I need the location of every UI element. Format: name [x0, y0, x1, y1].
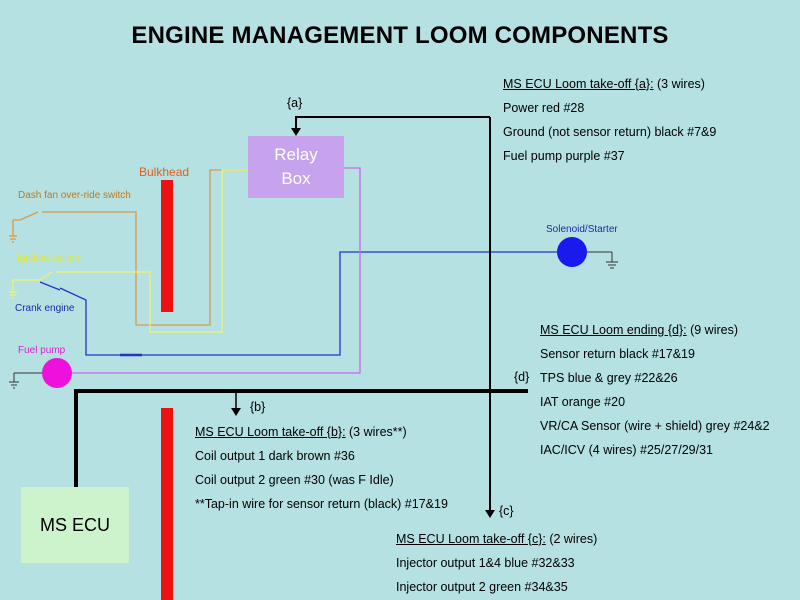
- ending-d-line: Sensor return black #17&19: [540, 347, 695, 361]
- takeoff-b-heading: MS ECU Loom take-off {b}:: [195, 425, 346, 439]
- ending-d-line: IAC/ICV (4 wires) #25/27/29/31: [540, 443, 713, 457]
- main-loom: [74, 389, 528, 487]
- takeoff-a-count: (3 wires): [653, 77, 705, 91]
- takeoff-b-line: Coil output 1 dark brown #36: [195, 449, 355, 463]
- takeoff-b-line: Coil output 2 green #30 (was F Idle): [195, 473, 394, 487]
- takeoff-c-line: Injector output 2 green #34&35: [396, 580, 568, 594]
- fuel-pump-label: Fuel pump: [18, 345, 66, 356]
- page-title: ENGINE MANAGEMENT LOOM COMPONENTS: [131, 22, 669, 49]
- tag-d: {d}: [514, 370, 530, 384]
- takeoff-a-line: Ground (not sensor return) black #7&9: [503, 125, 717, 139]
- solenoid-symbol: [557, 237, 587, 267]
- bulkhead-bar-lower: [161, 408, 173, 600]
- tag-a: {a}: [287, 96, 303, 110]
- blue-wire: [59, 251, 558, 356]
- ending-d-line: VR/CA Sensor (wire + shield) grey #24&2: [540, 419, 770, 433]
- tag-b: {b}: [250, 400, 266, 414]
- yellow-wire: [13, 271, 53, 281]
- relay-box: Relay Box: [248, 136, 344, 198]
- fuel-pump-symbol: [42, 358, 72, 388]
- ignition-label: Ignition switch: [17, 253, 80, 264]
- takeoff-b-line: **Tap-in wire for sensor return (black) …: [195, 497, 448, 511]
- purple-wire: [72, 167, 361, 374]
- orange-wire: [13, 211, 39, 221]
- takeoff-b-count: (3 wires**): [345, 425, 407, 439]
- takeoff-b-heading-row: MS ECU Loom take-off {b}: (3 wires**): [195, 425, 407, 439]
- crank-label: Crank engine: [15, 303, 75, 314]
- bulkhead-bar-upper: [161, 180, 173, 312]
- dash-fan-label: Dash fan over-ride switch: [18, 190, 131, 201]
- takeoff-a-line: Power red #28: [503, 101, 585, 115]
- ending-d-count: (9 wires): [686, 323, 739, 337]
- tag-c: {c}: [499, 504, 514, 518]
- takeoff-a-line: Fuel pump purple #37: [503, 149, 625, 163]
- takeoff-c-count: (2 wires): [545, 532, 598, 546]
- ending-d-heading-row: MS ECU Loom ending {d}: (9 wires): [540, 323, 738, 337]
- takeoff-c-heading: MS ECU Loom take-off {c}:: [396, 532, 546, 546]
- takeoff-a-heading-row: MS ECU Loom take-off {a}: (3 wires): [503, 77, 705, 91]
- takeoff-a-heading: MS ECU Loom take-off {a}:: [503, 77, 654, 91]
- relay-box-line2: Box: [281, 169, 311, 188]
- solenoid-label: Solenoid/Starter: [546, 224, 618, 235]
- ecu-box: MS ECU: [21, 487, 129, 563]
- takeoff-c-line: Injector output 1&4 blue #32&33: [396, 556, 575, 570]
- ending-d-line: IAT orange #20: [540, 395, 626, 409]
- ending-d-line: TPS blue & grey #22&26: [540, 371, 678, 385]
- bulkhead-label: Bulkhead: [139, 165, 190, 179]
- orange-wire-run: [42, 169, 248, 326]
- relay-box-line1: Relay: [274, 145, 318, 164]
- ending-d-heading: MS ECU Loom ending {d}:: [540, 323, 687, 337]
- takeoff-c-heading-row: MS ECU Loom take-off {c}: (2 wires): [396, 532, 597, 546]
